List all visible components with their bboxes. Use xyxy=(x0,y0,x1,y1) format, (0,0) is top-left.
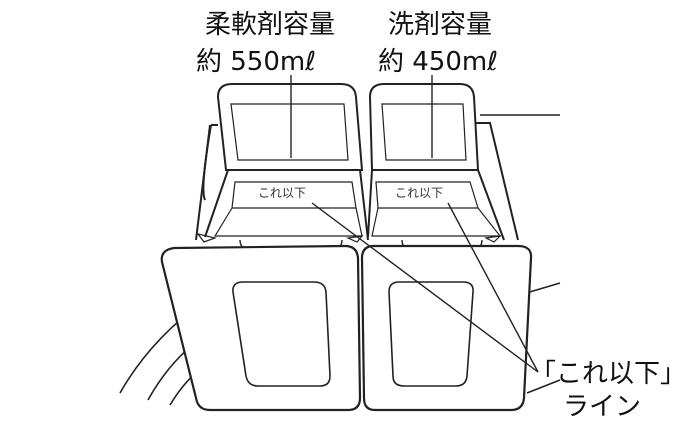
softener-capacity-title: 柔軟剤容量 xyxy=(205,10,335,40)
detergent-capacity-title: 洗剤容量 xyxy=(388,10,492,40)
front-panel-right xyxy=(360,244,533,412)
softener-fill-line-label: これ以下 xyxy=(258,186,306,200)
softener-compartment xyxy=(196,83,369,251)
fill-line-callout-title: 「これ以下」 xyxy=(530,359,686,389)
fill-line-callout-subtitle: ライン xyxy=(563,392,641,422)
detergent-capacity-value: 約 450mℓ xyxy=(378,47,498,77)
drawer-frame xyxy=(195,122,519,241)
front-panel-left xyxy=(160,244,362,412)
softener-capacity-value: 約 550mℓ xyxy=(196,47,316,77)
detergent-fill-line-label: これ以下 xyxy=(395,186,443,200)
leader-lines xyxy=(290,75,539,373)
